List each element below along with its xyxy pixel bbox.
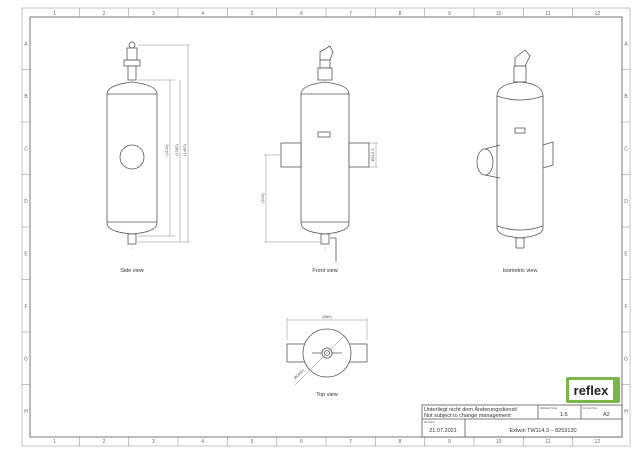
grid-row-left: F bbox=[24, 304, 27, 310]
grid-column-top: 3 bbox=[152, 11, 155, 17]
top-view-label: Top view bbox=[316, 392, 337, 398]
notice-line-1: Unterliegt nicht dem Änderungsdienst/ bbox=[424, 406, 518, 413]
drawing-title: Extwin TW114.3 – 8253130 bbox=[509, 428, 576, 434]
grid-row-right: H bbox=[624, 409, 628, 415]
grid-column-bottom: 2 bbox=[103, 439, 106, 445]
revision-label: Revision bbox=[424, 420, 435, 424]
grid-column-bottom: 6 bbox=[300, 439, 303, 445]
dim-front-height: (613) bbox=[260, 193, 265, 203]
grid-column-top: 1 bbox=[53, 11, 56, 17]
grid-column-bottom: 4 bbox=[201, 439, 204, 445]
front-view: Ø114.3 (613) bbox=[260, 40, 378, 262]
grid-column-bottom: 3 bbox=[152, 439, 155, 445]
logo-text: reflex bbox=[574, 383, 609, 398]
grid-column-bottom: 5 bbox=[251, 439, 254, 445]
grid-row-right: E bbox=[624, 251, 628, 257]
scale-value: 1:5 bbox=[560, 412, 568, 418]
dim-top-width: (560) bbox=[322, 314, 332, 319]
revision-date: 21.07.2021 bbox=[429, 428, 457, 434]
grid-column-top: 11 bbox=[545, 11, 550, 17]
grid-column-bottom: 10 bbox=[496, 439, 502, 445]
reflex-logo: reflex bbox=[566, 377, 620, 403]
grid-row-left: A bbox=[24, 41, 28, 47]
grid-column-top: 9 bbox=[448, 11, 451, 17]
dim-side-2: (1285) bbox=[174, 144, 179, 156]
grid-row-right: D bbox=[624, 199, 628, 205]
dim-top-diameter: Ø(400) bbox=[293, 367, 306, 380]
grid-column-top: 5 bbox=[251, 11, 254, 17]
grid-row-left: D bbox=[24, 199, 28, 205]
grid-row-right: C bbox=[624, 146, 628, 152]
grid-row-left: G bbox=[24, 356, 28, 362]
grid-row-left: H bbox=[24, 409, 28, 415]
notice-line-2: Not subject to change management bbox=[424, 413, 511, 419]
grid-column-bottom: 9 bbox=[448, 439, 451, 445]
grid-column-top: 4 bbox=[201, 11, 204, 17]
side-view-label: Side view bbox=[120, 268, 144, 274]
grid-column-top: 8 bbox=[399, 11, 402, 17]
top-view: (560) Ø(400) bbox=[286, 314, 368, 386]
grid-row-right: G bbox=[624, 356, 628, 362]
format-value: A2 bbox=[603, 412, 610, 418]
dim-side-1: (1120) bbox=[164, 144, 169, 156]
title-block: Unterliegt nicht dem Änderungsdienst/ No… bbox=[421, 404, 623, 438]
grid-column-top: 10 bbox=[496, 11, 502, 17]
front-view-label: Front view bbox=[312, 268, 337, 274]
grid-column-bottom: 1 bbox=[53, 439, 56, 445]
grid-column-top: 2 bbox=[103, 11, 106, 17]
isometric-view bbox=[476, 49, 554, 249]
dim-side-3: (1462) bbox=[182, 144, 187, 156]
grid-column-top: 12 bbox=[595, 11, 601, 17]
grid-row-right: A bbox=[624, 41, 628, 47]
grid-row-right: F bbox=[624, 304, 627, 310]
grid-column-bottom: 11 bbox=[545, 439, 550, 445]
grid-column-bottom: 8 bbox=[399, 439, 402, 445]
grid-column-top: 7 bbox=[349, 11, 352, 17]
dim-front-nozzle: Ø114.3 bbox=[370, 148, 375, 162]
grid-row-left: C bbox=[24, 146, 28, 152]
grid-column-top: 6 bbox=[300, 11, 303, 17]
format-label: Format/ Size bbox=[583, 407, 598, 410]
grid-column-bottom: 7 bbox=[349, 439, 352, 445]
grid-row-right: B bbox=[624, 94, 628, 100]
grid-column-bottom: 12 bbox=[595, 439, 601, 445]
grid-row-left: E bbox=[24, 251, 28, 257]
side-view: (1120) (1285) (1462) bbox=[106, 40, 190, 250]
scale-label: Maßstab/ Scale bbox=[540, 407, 558, 410]
grid-row-left: B bbox=[24, 94, 28, 100]
isometric-view-label: Isometric view bbox=[503, 268, 538, 274]
